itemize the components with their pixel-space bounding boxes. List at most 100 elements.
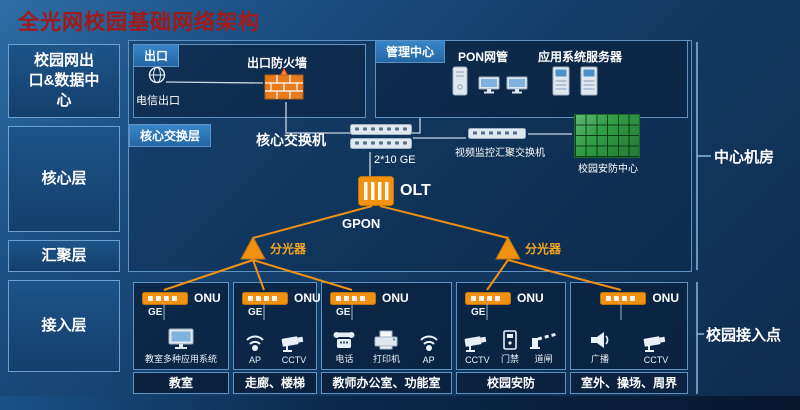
workstation-icon	[506, 76, 528, 94]
access-caption-classroom: 教室	[133, 372, 229, 394]
speaker-icon	[589, 330, 611, 350]
onu-label: ONU	[382, 291, 409, 305]
sidebar-item-egress-datacenter: 校园网出口&数据中心	[8, 44, 120, 118]
device-label: AP	[422, 355, 435, 365]
device: 广播	[589, 330, 611, 365]
onu-icon	[600, 291, 647, 305]
sidebar-label: 核心层	[41, 169, 87, 187]
management-panel-tab: 管理中心	[375, 40, 446, 63]
device: 电话	[332, 330, 356, 365]
access-panel-security: ONU GE CCTV 门禁 道闸	[456, 282, 566, 370]
firewall-label: 出口防火墙	[247, 56, 308, 70]
page-title: 全光网校园基础网络架构	[18, 11, 260, 34]
splitter-right-label: 分光器	[525, 242, 562, 256]
pon-nms-label: PON网管	[458, 50, 509, 64]
phone-icon	[332, 330, 356, 350]
device: AP	[243, 331, 267, 365]
ge-label: GE	[336, 307, 351, 318]
device-label: CCTV	[643, 355, 669, 365]
sidebar-item-aggregation-layer: 汇聚层	[8, 240, 120, 272]
device-label: 道闸	[534, 354, 553, 364]
ge-label: GE	[471, 307, 486, 318]
onu-icon	[330, 291, 376, 305]
sidebar-label: 汇聚层	[41, 246, 87, 264]
app-servers-label: 应用系统服务器	[538, 50, 623, 64]
door-access-icon	[501, 330, 519, 350]
exit-panel-tab: 出口	[133, 44, 180, 67]
access-point-label: 校园接入点	[706, 327, 782, 344]
splitter-left-label: 分光器	[270, 242, 307, 256]
rack-server-icon	[580, 66, 598, 96]
onu-device: ONU	[142, 291, 221, 305]
device: 门禁	[501, 330, 519, 365]
printer-icon	[373, 330, 399, 350]
workstation-icon	[478, 76, 500, 94]
access-caption-corridor: 走廊、楼梯	[233, 372, 317, 394]
rack-server-icon	[552, 66, 570, 96]
firewall-icon	[264, 68, 304, 100]
olt-icon	[358, 176, 394, 206]
cctv-icon	[281, 333, 307, 353]
monitor-icon	[168, 328, 194, 350]
device-label: 教室多种应用系统	[144, 354, 217, 364]
device-label: 门禁	[500, 354, 519, 364]
ap-icon	[243, 331, 267, 353]
onu-label: ONU	[294, 291, 321, 305]
ge-label: GE	[248, 307, 263, 318]
device: CCTV	[464, 333, 490, 365]
switch-icon	[350, 124, 412, 150]
device: 道闸	[529, 330, 558, 365]
switch-icon	[468, 128, 526, 139]
ap-icon	[417, 331, 441, 353]
access-panel-outdoor: ONU 广播 CCTV	[570, 282, 688, 370]
access-panel-classroom: ONU GE 教室多种应用系统	[133, 282, 229, 370]
onu-label: ONU	[652, 291, 679, 305]
onu-icon	[465, 291, 511, 305]
access-caption-office: 教师办公室、功能室	[321, 372, 452, 394]
device: 打印机	[373, 330, 400, 365]
onu-label: ONU	[517, 291, 544, 305]
device: AP	[417, 331, 441, 365]
uplink-label: 2*10 GE	[374, 154, 416, 166]
access-panel-corridor: ONU GE AP CCTV	[233, 282, 321, 370]
security-center-label: 校园安防中心	[578, 164, 638, 175]
splitter-icon	[495, 235, 521, 260]
sidebar-label: 接入层	[41, 316, 87, 334]
onu-device: ONU	[330, 291, 409, 305]
cctv-icon	[464, 333, 490, 353]
device-label: 电话	[335, 354, 354, 364]
machine-room-label: 中心机房	[714, 149, 775, 166]
telecom-exit-label: 电信出口	[136, 95, 180, 107]
device-label: CCTV	[281, 355, 307, 365]
barrier-gate-icon	[529, 330, 558, 350]
onu-icon	[142, 291, 188, 305]
telecom-globe-icon	[148, 66, 166, 84]
access-caption-outdoor: 室外、操场、周界	[570, 372, 688, 394]
core-switch-label: 核心交换机	[256, 132, 326, 148]
device-label: AP	[248, 355, 261, 365]
olt-label: OLT	[400, 182, 431, 199]
sidebar-item-access-layer: 接入层	[8, 280, 120, 372]
splitter-icon	[240, 235, 266, 260]
onu-device: ONU	[242, 291, 321, 305]
video-switch-label: 视频监控汇聚交换机	[455, 148, 545, 159]
sidebar-label: 校园网出口&数据中心	[28, 51, 100, 110]
access-caption-security: 校园安防	[456, 372, 566, 394]
onu-device: ONU	[465, 291, 544, 305]
device: CCTV	[281, 333, 307, 365]
device-label: 打印机	[372, 354, 400, 364]
bottom-gradient-band	[0, 396, 800, 410]
device: CCTV	[643, 333, 669, 365]
onu-icon	[242, 291, 288, 305]
device-label: CCTV	[465, 355, 490, 365]
video-wall-icon	[574, 114, 640, 158]
access-panel-office: ONU GE 电话 打印机 AP	[321, 282, 452, 370]
gpon-label: GPON	[342, 216, 381, 231]
cctv-icon	[643, 333, 669, 353]
core-layer-tab: 核心交换层	[129, 124, 212, 147]
ge-label: GE	[148, 307, 163, 318]
device: 教室多种应用系统	[145, 328, 217, 365]
server-tower-icon	[452, 66, 468, 96]
onu-label: ONU	[194, 291, 221, 305]
